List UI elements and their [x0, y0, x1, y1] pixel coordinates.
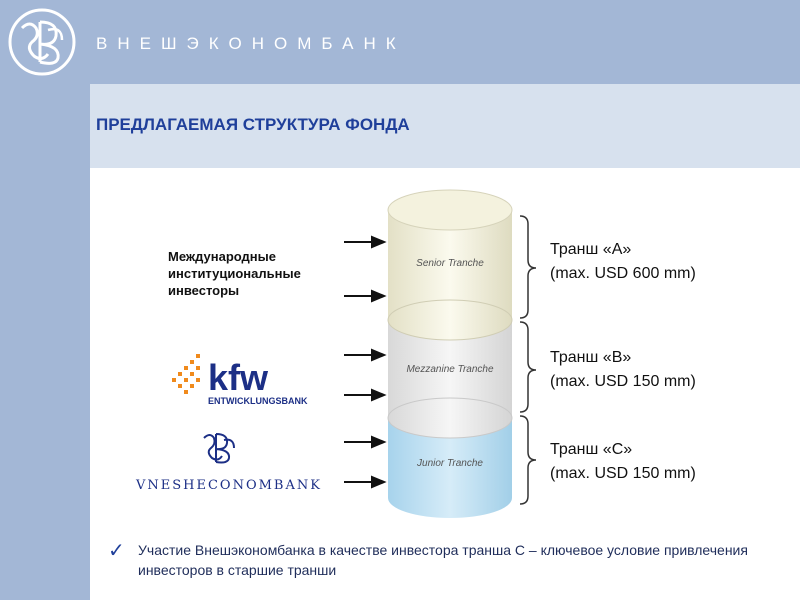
tranche-braces: [519, 215, 537, 505]
tranche-b-info: Транш «B» (max. USD 150 mm): [550, 346, 696, 394]
veb-small-logo-icon: [203, 433, 235, 464]
arrow-icon: [344, 435, 387, 449]
kfw-dots-icon: [172, 354, 200, 394]
brace-mezzanine-icon: [519, 321, 537, 413]
arrow-icon: [344, 235, 387, 249]
tranche-a-amount: (max. USD 600 mm): [550, 265, 696, 282]
tranche-cylinder-diagram: Senior Tranche Mezzanine Tranche Junior …: [344, 189, 537, 518]
tranche-a-info: Транш «A» (max. USD 600 mm): [550, 238, 696, 286]
tranche-b-title: Транш «B»: [550, 349, 632, 366]
mezzanine-tranche-label: Mezzanine Tranche: [406, 364, 494, 375]
veb-monogram-logo-icon: [8, 8, 76, 76]
cylinder-top: [387, 189, 513, 231]
page-title: ПРЕДЛАГАЕМАЯ СТРУКТУРА ФОНДА: [96, 115, 410, 134]
arrow-icon: [344, 475, 387, 489]
senior-tranche-segment: [388, 210, 512, 340]
veb-wordmark: VNESHECONOMBANK: [136, 478, 322, 493]
tranche-b-amount: (max. USD 150 mm): [550, 373, 696, 390]
kfw-wordmark: kfw: [208, 357, 269, 398]
investment-arrows: [344, 235, 387, 489]
investors-label-line: институциональные: [168, 266, 301, 281]
brace-senior-icon: [519, 215, 537, 319]
bank-name: ВНЕШЭКОНОМБАНК: [96, 34, 406, 53]
arrow-icon: [344, 289, 387, 303]
senior-tranche-label: Senior Tranche: [416, 258, 484, 269]
left-strip: [0, 84, 90, 600]
investors-label-line: инвесторы: [168, 283, 240, 298]
footnote-text: Участие Внешэкономбанка в качестве инвес…: [138, 542, 748, 578]
tranche-a-title: Транш «A»: [550, 241, 632, 258]
investors-label: Международные институциональные инвестор…: [168, 248, 301, 299]
tranche-c-title: Транш «C»: [550, 441, 633, 458]
arrow-icon: [344, 388, 387, 402]
checkmark-icon: ✓: [108, 540, 125, 562]
brace-junior-icon: [519, 415, 537, 505]
tranche-c-amount: (max. USD 150 mm): [550, 465, 696, 482]
kfw-logo: kfw ENTWICKLUNGSBANK: [172, 354, 308, 406]
header-band: [0, 0, 800, 84]
title-band: [90, 84, 800, 168]
arrow-icon: [344, 348, 387, 362]
junior-tranche-segment: [388, 418, 512, 518]
junior-tranche-label: Junior Tranche: [416, 458, 483, 469]
tranche-c-info: Транш «C» (max. USD 150 mm): [550, 438, 696, 486]
kfw-subtitle: ENTWICKLUNGSBANK: [208, 396, 308, 406]
mezzanine-tranche-segment: [388, 320, 512, 438]
investors-label-line: Международные: [168, 249, 276, 264]
